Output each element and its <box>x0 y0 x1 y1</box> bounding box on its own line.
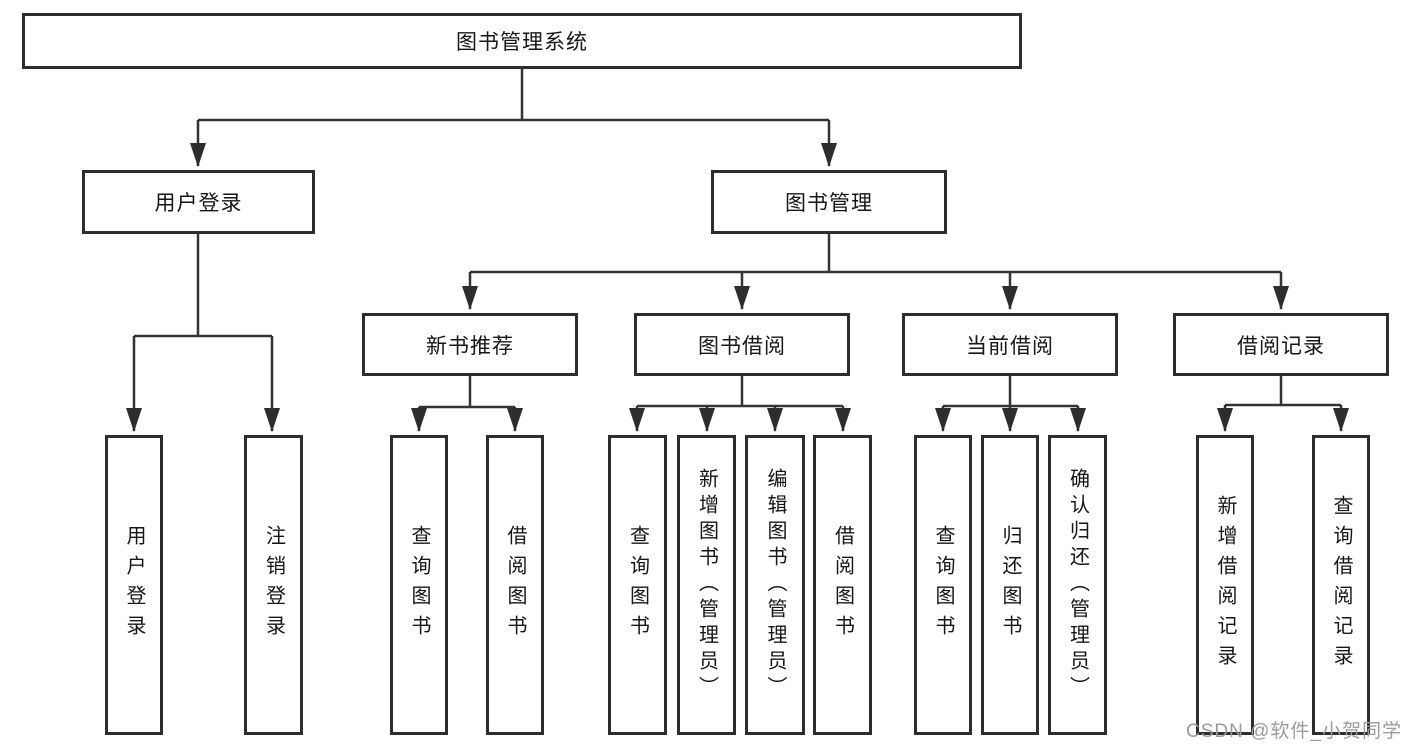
node-label: 新增图书（管理员） <box>695 468 718 702</box>
node-book-management: 图书管理 <box>711 170 947 234</box>
node-label: 归还图书 <box>999 525 1021 645</box>
node-label: 借阅记录 <box>1237 334 1325 358</box>
leaf-borrow-books-borrowing: 借阅图书 <box>813 435 872 735</box>
node-book-management-system: 图书管理系统 <box>22 13 1022 69</box>
leaf-confirm-return-admin: 确认归还（管理员） <box>1048 435 1107 735</box>
leaf-add-books-admin: 新增图书（管理员） <box>677 435 736 735</box>
node-new-book-recommendation: 新书推荐 <box>362 313 578 376</box>
node-label: 注销登录 <box>262 525 285 645</box>
leaf-logout: 注销登录 <box>244 435 303 735</box>
node-label: 查询图书 <box>932 525 954 645</box>
node-label: 查询图书 <box>408 525 430 645</box>
node-current-borrowing: 当前借阅 <box>902 313 1118 376</box>
node-label: 图书借阅 <box>698 334 786 358</box>
node-label: 确认归还（管理员） <box>1066 468 1089 702</box>
leaf-edit-books-admin: 编辑图书（管理员） <box>745 435 805 735</box>
node-label: 编辑图书（管理员） <box>764 468 786 702</box>
node-label: 新增借阅记录 <box>1214 495 1236 675</box>
node-label: 查询图书 <box>626 525 649 645</box>
leaf-query-borrow-record: 查询借阅记录 <box>1312 435 1370 735</box>
node-label: 当前借阅 <box>966 334 1054 358</box>
leaf-add-borrow-record: 新增借阅记录 <box>1196 435 1254 735</box>
node-label: 查询借阅记录 <box>1330 495 1352 675</box>
node-book-borrowing: 图书借阅 <box>634 313 850 376</box>
node-label: 用户登录 <box>154 192 243 215</box>
node-label: 新书推荐 <box>426 334 514 358</box>
csdn-watermark: CSDN @软件_小贺同学 <box>1186 721 1402 742</box>
node-label: 图书管理系统 <box>456 31 588 54</box>
node-label: 借阅图书 <box>504 525 526 645</box>
node-user-login: 用户登录 <box>82 170 315 234</box>
leaf-query-books-recommend: 查询图书 <box>390 435 448 735</box>
node-label: 用户登录 <box>123 525 145 645</box>
node-label: 图书管理 <box>785 192 873 215</box>
leaf-return-books: 归还图书 <box>981 435 1039 735</box>
node-label: 借阅图书 <box>831 525 854 645</box>
leaf-query-books-current: 查询图书 <box>914 435 972 735</box>
node-borrowing-records: 借阅记录 <box>1173 313 1389 376</box>
leaf-query-books-borrowing: 查询图书 <box>608 435 667 735</box>
leaf-user-login: 用户登录 <box>105 435 163 735</box>
leaf-borrow-books-recommend: 借阅图书 <box>486 435 544 735</box>
